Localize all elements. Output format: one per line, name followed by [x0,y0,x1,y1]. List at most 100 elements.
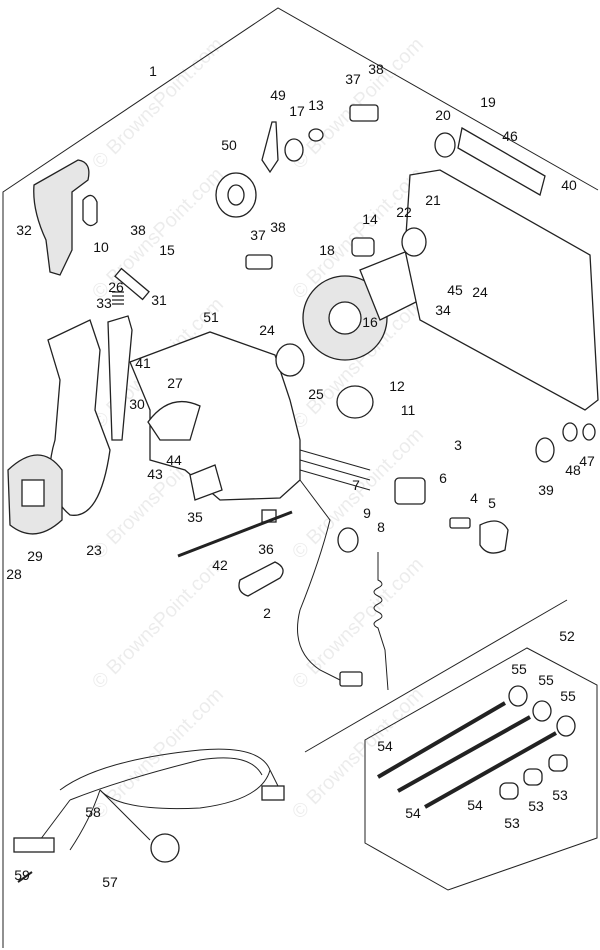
part-57-terminals [13,837,55,853]
part-13-washer [308,128,324,142]
part-5-cap [479,520,509,554]
callout-part-32: 32 [16,222,32,238]
kit-52-outline [364,647,598,891]
watermark-text: © BrownsPoint.com [88,34,228,174]
callout-part-11: 11 [401,402,416,418]
part-15-pin [114,267,150,301]
part-59-screw [17,871,33,883]
callout-part-54: 54 [405,805,421,821]
part-37-clip [245,254,273,270]
callout-part-5: 5 [488,495,496,511]
callout-part-33: 33 [96,295,112,311]
callout-part-53: 53 [552,787,568,803]
part-20-seal [434,132,456,158]
part-55-washer-c [556,715,576,737]
callout-part-43: 43 [147,466,163,482]
part-10-pad [82,194,98,227]
callout-part-13: 13 [308,97,324,113]
part-53-spacer-b [523,768,543,786]
callout-part-35: 35 [187,509,203,525]
part-17-bushing [284,138,304,162]
part-4-key [449,517,471,529]
callout-part-19: 19 [480,94,496,110]
callout-part-39: 39 [538,482,554,498]
callout-part-7: 7 [352,477,360,493]
part-14-shaft [351,237,375,257]
part-39-bushing [535,437,555,463]
part-22-gear [401,227,427,257]
callout-part-45: 45 [447,282,463,298]
callout-part-40: 40 [561,177,577,193]
callout-part-48: 48 [565,462,581,478]
watermark-text: © BrownsPoint.com [288,684,428,824]
part-53-spacer-c [548,754,568,772]
callout-part-14: 14 [362,211,378,227]
part-connector [339,671,363,687]
callout-part-55: 55 [511,661,527,677]
part-29-grip-button [21,479,45,507]
part-19-cover-plate [457,126,546,196]
part-51-control-box [129,331,301,501]
callout-part-38: 38 [130,222,146,238]
callout-part-15: 15 [159,242,175,258]
callout-part-31: 31 [151,292,167,308]
callout-part-24: 24 [259,322,275,338]
callout-part-54: 54 [377,738,393,754]
callout-part-50: 50 [221,137,237,153]
part-27-cam [147,400,201,441]
callout-part-34: 34 [435,302,451,318]
callout-part-53: 53 [504,815,520,831]
part-48-washer [562,422,578,442]
part-35-bracket [189,464,223,501]
part-26-arm [107,315,133,441]
part-9-switch [337,527,359,553]
part-3-switch [394,477,426,505]
part-54-bolt-c [424,731,557,809]
part-37-clip-upper [349,104,379,122]
callout-part-28: 28 [6,566,22,582]
callout-part-37: 37 [250,227,266,243]
callout-part-17: 17 [289,103,305,119]
callout-part-18: 18 [319,242,335,258]
callout-part-16: 16 [362,314,378,330]
callout-part-59: 59 [14,867,30,883]
callout-part-12: 12 [389,378,405,394]
callout-part-21: 21 [425,192,441,208]
callout-part-55: 55 [560,688,576,704]
callout-part-22: 22 [396,204,412,220]
callout-part-38: 38 [368,61,384,77]
callout-part-38: 38 [270,219,286,235]
part-47-nut [582,423,596,441]
callout-part-3: 3 [454,437,462,453]
watermark-text: © BrownsPoint.com [88,554,228,694]
callout-part-2: 2 [263,605,271,621]
watermark-text: © BrownsPoint.com [88,684,228,824]
part-57-round-connector [150,833,180,863]
part-side-cover [404,169,599,411]
part-54-bolt-b [397,715,531,793]
callout-part-57: 57 [102,874,118,890]
part-55-washer-b [532,700,552,722]
callout-part-47: 47 [579,453,595,469]
callout-part-1: 1 [149,63,157,79]
callout-part-49: 49 [270,87,286,103]
callout-part-51: 51 [203,309,219,325]
callout-part-9: 9 [363,505,371,521]
part-49-link [261,121,279,174]
part-24-ring [275,343,305,377]
part-55-washer-a [508,685,528,707]
part-53-spacer-a [499,782,519,800]
part-18-gear-hub [328,301,362,335]
callout-part-6: 6 [439,470,447,486]
part-32-handle-cover [33,159,90,276]
callout-part-55: 55 [538,672,554,688]
assembly-1-bottom-edge [304,599,568,753]
callout-part-41: 41 [135,355,151,371]
callout-part-36: 36 [258,541,274,557]
part-8-lanyard [373,552,389,691]
callout-part-8: 8 [377,519,385,535]
part-11-buzzer [336,385,374,419]
